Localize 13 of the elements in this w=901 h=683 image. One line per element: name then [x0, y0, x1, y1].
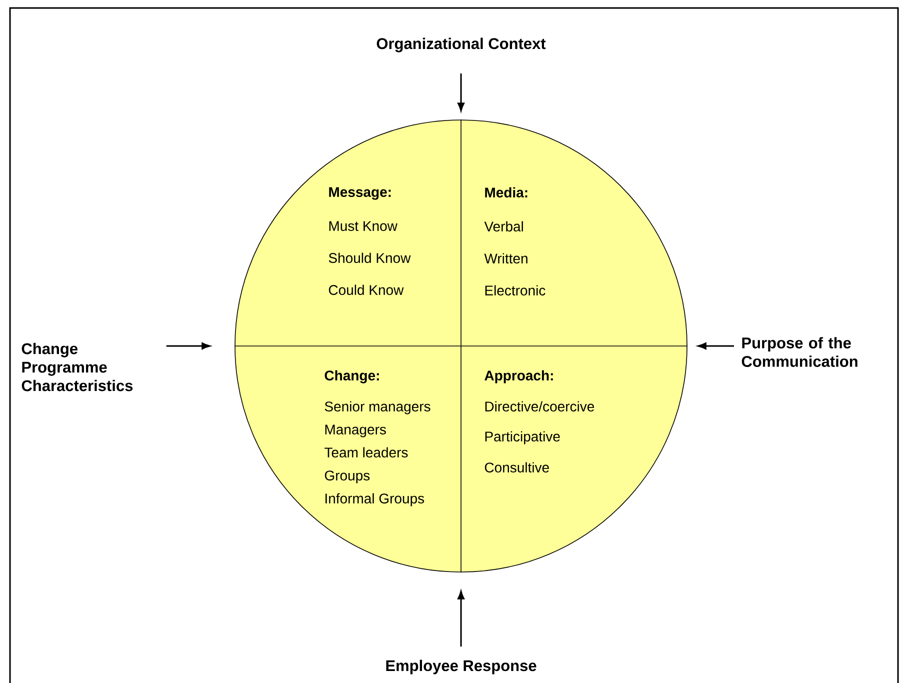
arrow	[166, 342, 210, 350]
quadrant-text: Change: Senior managers Managers Team leaders Groups Informal Groups	[324, 370, 430, 506]
outer-label: Employee Response	[386, 660, 536, 674]
quadrant-circle	[234, 119, 688, 573]
arrow	[458, 590, 464, 647]
arrow	[458, 73, 464, 112]
arrow	[698, 342, 734, 350]
quadrant-text: Approach: Directive/coercive Participative Consultive	[484, 370, 594, 472]
outer-label: Purpose of the Communication	[742, 337, 858, 367]
outer-label: Change Programme Characteristics	[22, 342, 133, 392]
quadrant-text: Media: Verbal Written Electronic	[484, 187, 546, 296]
quadrant-text: Message: Must Know Should Know Could Know	[328, 187, 411, 295]
outer-label: Organizational Context	[376, 38, 546, 52]
